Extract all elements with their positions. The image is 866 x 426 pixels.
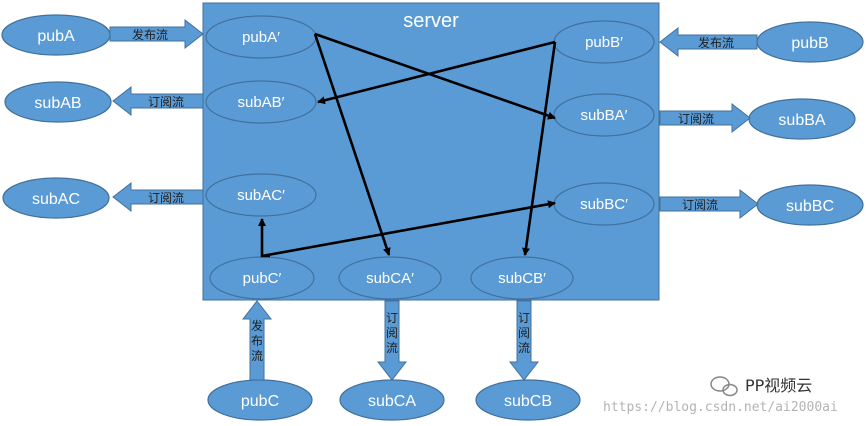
block-arrow-subBC-subscribe: 订阅流	[659, 188, 759, 220]
block-arrow-subCA-subscribe: 订阅流	[376, 300, 408, 381]
route-pubC-to-subBC	[261, 200, 556, 258]
outer-node-subBC-label: subBC	[786, 198, 834, 215]
inner-node-pubC-label: pubC′	[243, 270, 282, 287]
block-arrow-subCB-subscribe-label: 订阅流	[518, 311, 530, 355]
block-arrow-pubC-publish-label: 发布流	[251, 318, 263, 363]
route-pubB-to-subCB	[522, 41, 557, 256]
server-title: server	[403, 10, 459, 32]
inner-node-subBA: subBA′	[553, 93, 655, 137]
inner-node-subBA-label: subBA′	[580, 107, 627, 124]
inner-node-pubC: pubC′	[209, 256, 315, 300]
outer-node-subCA-label: subCA	[368, 393, 416, 410]
block-arrow-subAC-subscribe: 订阅流	[112, 181, 204, 213]
block-arrow-subAC-subscribe-label: 订阅流	[148, 191, 184, 205]
block-arrow-subAB-subscribe-label: 订阅流	[148, 95, 184, 109]
block-arrow-subBA-subscribe: 订阅流	[659, 102, 751, 134]
block-arrow-pubC-publish: 发布流	[241, 300, 273, 381]
inner-node-subBC: subBC′	[553, 182, 655, 226]
inner-node-subAC-label: subAC′	[237, 187, 285, 204]
inner-node-subBC-label: subBC′	[580, 196, 628, 213]
outer-node-subAC-label: subAC	[32, 191, 80, 208]
outer-node-subAC: subAC	[2, 177, 110, 219]
inner-node-pubA-label: pubA′	[242, 29, 280, 46]
outer-node-subAB-label: subAB	[34, 95, 81, 112]
block-arrow-pubA-publish: 发布流	[109, 18, 204, 50]
inner-node-pubB: pubB′	[553, 20, 655, 64]
outer-node-subBA-label: subBA	[778, 112, 825, 129]
block-arrow-subCA-subscribe-label: 订阅流	[386, 311, 398, 355]
route-pubB-to-subAB	[317, 40, 556, 105]
outer-node-pubA-label: pubA	[37, 28, 75, 45]
inner-node-subAC: subAC′	[205, 173, 317, 217]
outer-node-subBA: subBA	[748, 98, 856, 140]
inner-node-subCB-label: subCB′	[498, 270, 546, 287]
inner-node-subAB-label: subAB′	[237, 94, 284, 111]
outer-node-pubC: pubC	[207, 379, 313, 421]
outer-node-subCB-label: subCB	[504, 393, 552, 410]
route-pubA-to-subCA	[313, 33, 391, 256]
inner-node-subAB: subAB′	[205, 80, 317, 124]
block-arrow-pubB-publish-label: 发布流	[698, 35, 734, 50]
outer-node-pubC-label: pubC	[241, 393, 279, 410]
block-arrow-subBC-subscribe-label: 订阅流	[682, 198, 718, 212]
wechat-icon	[710, 376, 738, 397]
outer-node-pubB-label: pubB	[791, 35, 828, 52]
block-arrow-pubB-publish: 发布流	[659, 26, 758, 58]
inner-node-subCB: subCB′	[470, 256, 574, 300]
outer-node-pubB: pubB	[756, 21, 864, 63]
block-arrow-subCB-subscribe: 订阅流	[508, 300, 540, 381]
routing-arrows	[258, 32, 557, 258]
route-pubA-to-subBA	[314, 32, 556, 120]
inner-node-subCA: subCA′	[338, 256, 442, 300]
inner-node-pubA: pubA′	[205, 15, 317, 59]
watermark-url: https://blog.csdn.net/ai2000ai	[603, 400, 838, 415]
outer-node-subBC: subBC	[756, 184, 864, 226]
inner-node-subCA-label: subCA′	[366, 270, 414, 287]
inner-node-pubB-label: pubB′	[585, 34, 623, 51]
block-arrow-subAB-subscribe: 订阅流	[112, 85, 204, 117]
block-arrow-pubA-publish-label: 发布流	[132, 27, 168, 42]
outer-node-pubA: pubA	[1, 14, 111, 56]
block-arrow-subBA-subscribe-label: 订阅流	[678, 112, 714, 126]
outer-node-subAB: subAB	[4, 81, 112, 123]
watermark-logo-text: PP视频云	[745, 376, 812, 395]
outer-node-subCB: subCB	[475, 379, 581, 421]
outer-node-subCA: subCA	[339, 379, 445, 421]
